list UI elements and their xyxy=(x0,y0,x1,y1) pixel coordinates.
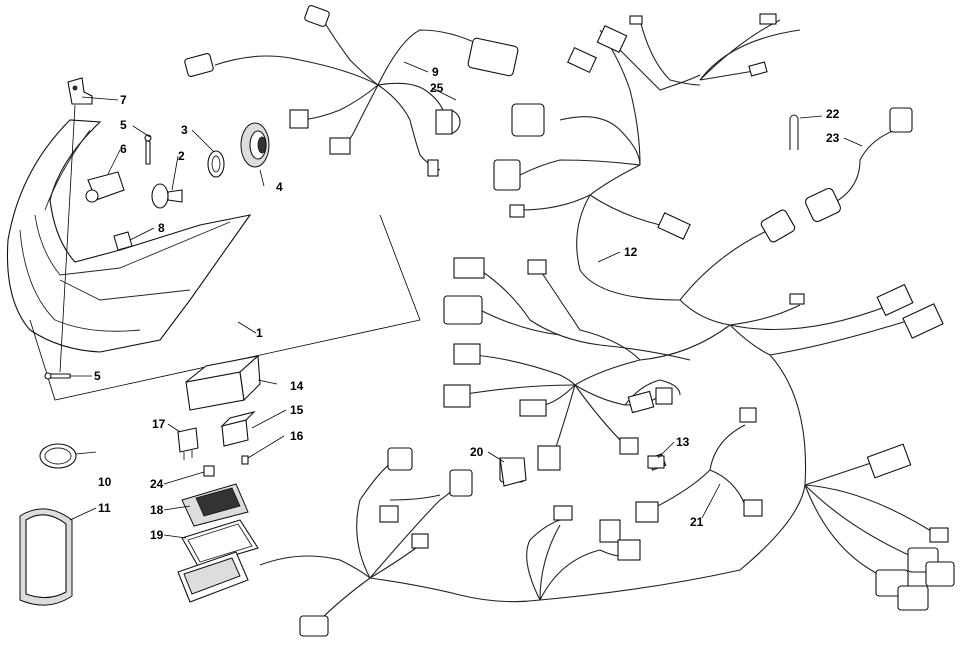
callout-label: 5 xyxy=(94,369,101,383)
fuse-box-part-14 xyxy=(185,354,261,411)
harness-wires xyxy=(214,14,946,621)
callout-label: 11 xyxy=(98,501,111,515)
screw-part-5-lower xyxy=(44,372,71,380)
clamp-part-10 xyxy=(39,443,77,469)
socket-part-6 xyxy=(85,171,125,203)
callout-label: 6 xyxy=(120,142,127,156)
bulb-part-2 xyxy=(151,183,183,209)
callout-label: 7 xyxy=(120,93,127,107)
callout-label: 24 xyxy=(150,477,164,491)
callout-label: 14 xyxy=(290,379,304,393)
clip-part-22 xyxy=(789,114,799,150)
callout-label: 4 xyxy=(276,180,283,194)
callout-label: 20 xyxy=(470,445,484,459)
callout-label: 22 xyxy=(826,107,840,121)
fuse-label-part-18 xyxy=(181,483,249,527)
relay-part-15 xyxy=(220,410,256,447)
callout-label: 10 xyxy=(98,475,112,489)
callout-label: 15 xyxy=(290,403,304,417)
callout-label: 9 xyxy=(432,65,439,79)
callout-label: 2 xyxy=(178,149,185,163)
screw-part-5-upper xyxy=(144,134,152,165)
boot-part-4 xyxy=(240,122,270,168)
fuse-part-16 xyxy=(241,455,249,465)
callout-label: 8 xyxy=(158,221,165,235)
bracket-part-7 xyxy=(67,77,93,105)
callout-label: 12 xyxy=(624,245,638,259)
leader-lines xyxy=(69,61,863,539)
fuse-block-base xyxy=(177,551,249,603)
callout-label: 16 xyxy=(290,429,304,443)
callout-label: 18 xyxy=(150,503,164,517)
connector-part-13 xyxy=(647,455,665,469)
callout-label: 17 xyxy=(152,417,166,431)
buzzer-part-25 xyxy=(435,109,461,135)
headlight-housing xyxy=(6,119,252,353)
clip-part-8 xyxy=(113,231,133,251)
callout-label: 13 xyxy=(676,435,690,449)
callout-label: 23 xyxy=(826,131,840,145)
relay-part-17 xyxy=(177,427,199,460)
callout-label: 21 xyxy=(690,515,704,529)
connectors xyxy=(184,5,955,637)
callout-label: 1 xyxy=(256,326,263,340)
retainer-ring-part-3 xyxy=(207,150,225,178)
connector-part-20 xyxy=(499,457,527,487)
sleeve-part-11 xyxy=(19,508,73,606)
callout-label: 19 xyxy=(150,528,164,542)
callout-label: 3 xyxy=(181,123,188,137)
gasket-part-19 xyxy=(181,519,259,567)
callout-label: 25 xyxy=(430,81,444,95)
fuse-part-24 xyxy=(203,465,215,477)
callout-label: 5 xyxy=(120,118,127,132)
